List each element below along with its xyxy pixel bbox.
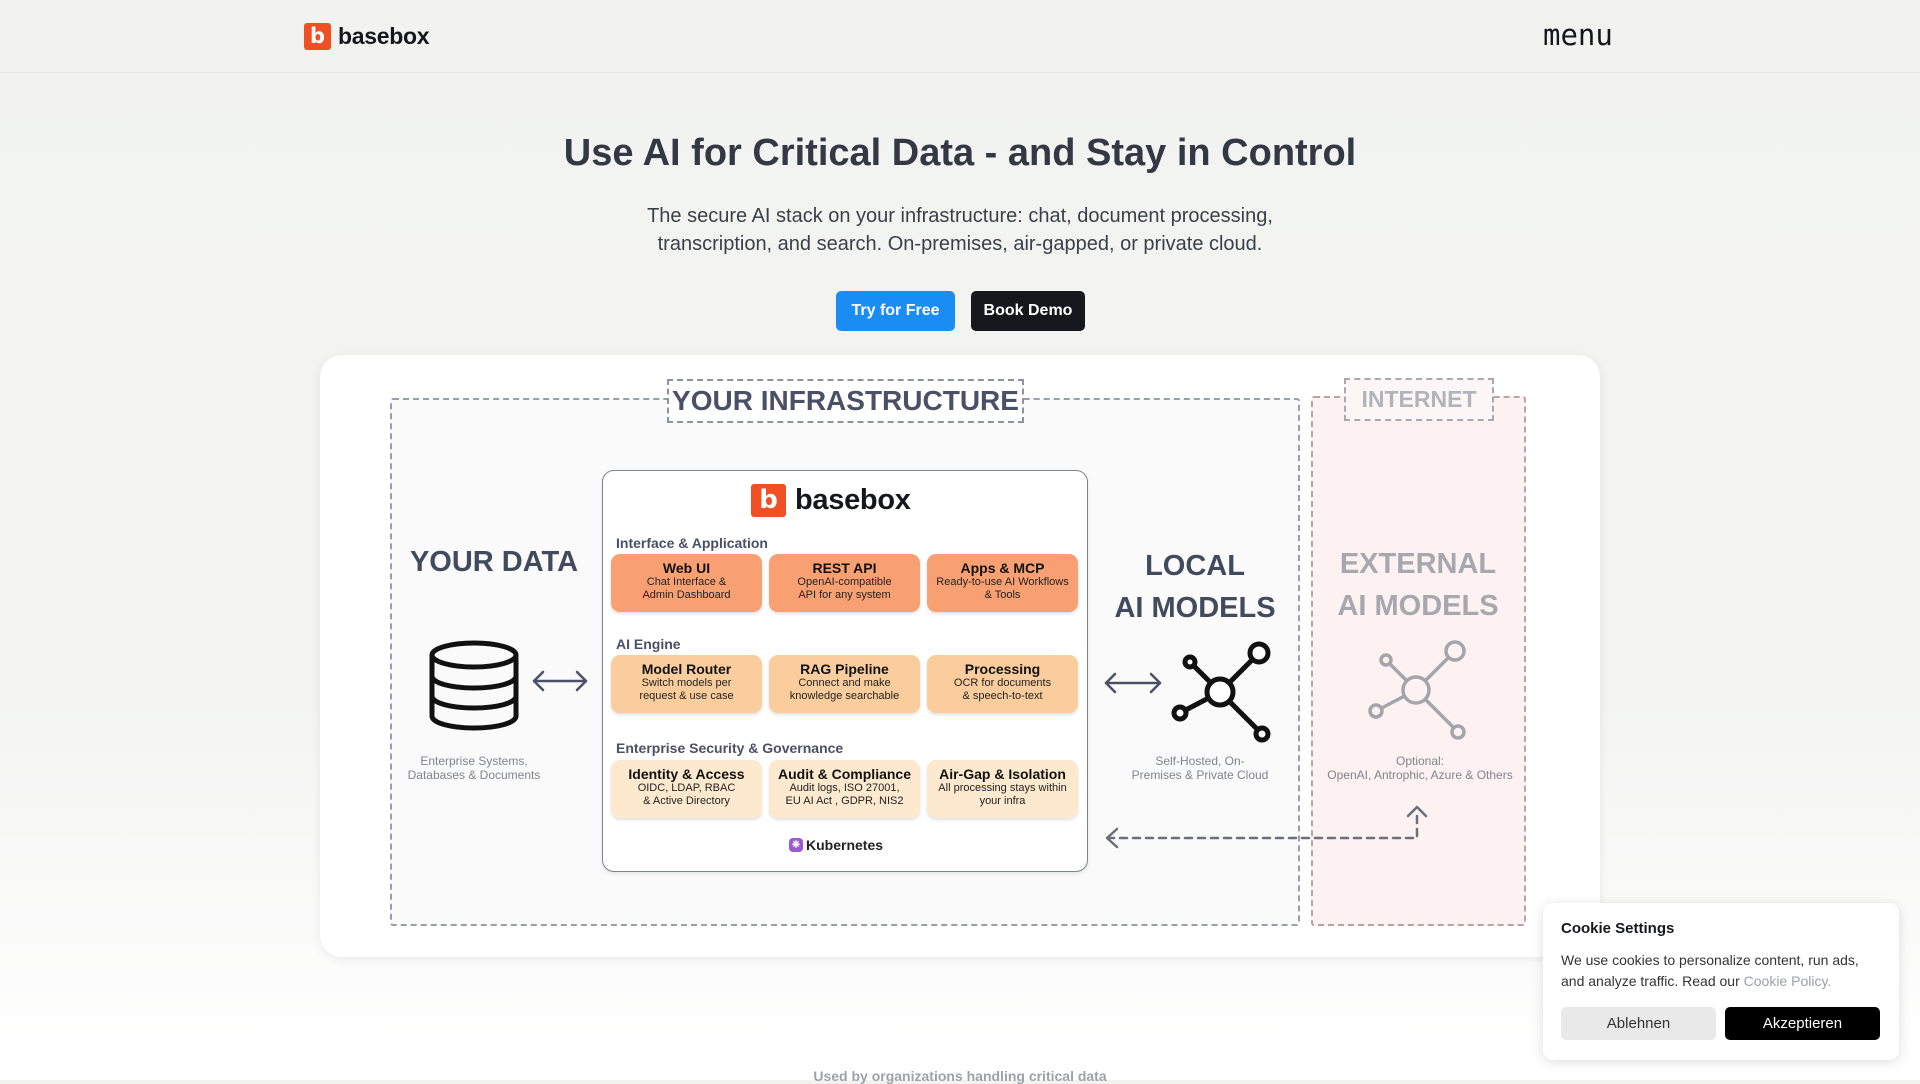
tile-air-gap-isolation: Air-Gap & Isolation All processing stays… (927, 760, 1078, 818)
caption-line: Databases & Documents (407, 768, 541, 782)
tile-desc: knowledge searchable (789, 690, 900, 702)
cookie-title: Cookie Settings (1561, 920, 1675, 937)
logo-mark-icon: b (304, 23, 331, 50)
try-for-free-button[interactable]: Try for Free (836, 291, 955, 331)
logo-text: basebox (795, 484, 911, 516)
network-hub-icon (1171, 641, 1271, 743)
tile-title: Identity & Access (628, 766, 745, 782)
tile-model-router: Model Router Switch models per request &… (611, 655, 762, 713)
tile-rest-api: REST API OpenAI-compatible API for any s… (769, 554, 920, 612)
external-ai-models-label: EXTERNAL AI MODELS (1318, 543, 1518, 627)
tile-identity-access: Identity & Access OIDC, LDAP, RBAC & Act… (611, 760, 762, 818)
tile-title: Apps & MCP (960, 560, 1045, 576)
tile-desc: your infra (979, 795, 1026, 807)
tile-rag-pipeline: RAG Pipeline Connect and make knowledge … (769, 655, 920, 713)
tile-title: Processing (964, 661, 1041, 677)
cookie-text-body: We use cookies to personalize content, r… (1561, 952, 1859, 989)
hero-subtitle: The secure AI stack on your infrastructu… (560, 202, 1360, 258)
basebox-logo[interactable]: b basebox (304, 23, 430, 50)
tile-title: Audit & Compliance (777, 766, 911, 782)
local-ai-models-label: LOCAL AI MODELS (1110, 545, 1280, 629)
caption-line: Enterprise Systems, (420, 754, 528, 768)
tile-desc: Ready-to-use AI Workflows (936, 576, 1069, 588)
top-nav: b basebox menu (0, 0, 1920, 73)
tile-desc: All processing stays within (938, 782, 1067, 794)
caption-line: Optional: (1395, 754, 1445, 768)
your-data-caption: Enterprise Systems, Databases & Document… (394, 754, 554, 782)
caption-line: Premises & Private Cloud (1131, 768, 1269, 782)
tile-desc: Audit logs, ISO 27001, (789, 782, 900, 794)
cookie-decline-button[interactable]: Ablehnen (1561, 1007, 1716, 1040)
section-title-security: Enterprise Security & Governance (616, 740, 844, 756)
database-icon (429, 640, 519, 731)
cookie-banner: Cookie Settings We use cookies to person… (1543, 903, 1899, 1060)
hero-subtitle-line: transcription, and search. On-premises, … (657, 233, 1263, 255)
hero-subtitle-line: The secure AI stack on your infrastructu… (647, 205, 1273, 227)
cookie-accept-button[interactable]: Akzeptieren (1725, 1007, 1880, 1040)
caption-line: Self-Hosted, On- (1155, 754, 1245, 768)
section-title-ai-engine: AI Engine (616, 636, 681, 652)
tile-desc: & speech-to-text (962, 690, 1043, 702)
tile-web-ui: Web UI Chat Interface & Admin Dashboard (611, 554, 762, 612)
cookie-policy-link[interactable]: Cookie Policy (1743, 973, 1828, 989)
your-data-label: YOUR DATA (409, 546, 579, 578)
tile-desc: & Active Directory (643, 795, 730, 807)
label-line: LOCAL (1145, 550, 1245, 582)
tile-desc: Admin Dashboard (642, 589, 731, 601)
logo-mark-icon: b (751, 484, 786, 517)
tile-desc: Switch models per (641, 677, 732, 689)
tile-desc: Connect and make (798, 677, 891, 689)
tile-title: Air-Gap & Isolation (939, 766, 1066, 782)
external-to-core-dashed-arrow-icon (1105, 805, 1428, 849)
internet-zone-label: INTERNET (1344, 378, 1494, 421)
tile-desc: & Tools (984, 589, 1021, 601)
label-line: AI MODELS (1337, 590, 1499, 622)
tile-audit-compliance: Audit & Compliance Audit logs, ISO 27001… (769, 760, 920, 818)
infrastructure-zone-label: YOUR INFRASTRUCTURE (667, 379, 1024, 423)
network-hub-icon (1368, 640, 1466, 740)
cookie-text: We use cookies to personalize content, r… (1561, 950, 1886, 992)
tile-title: Model Router (641, 661, 732, 677)
tile-title: Web UI (662, 560, 711, 576)
tile-desc: OpenAI-compatible (797, 576, 892, 588)
tile-desc: EU AI Act , GDPR, NIS2 (785, 795, 904, 807)
label-line: AI MODELS (1114, 592, 1276, 624)
tile-title: RAG Pipeline (800, 661, 889, 677)
tile-desc: request & use case (639, 690, 734, 702)
tile-desc: OIDC, LDAP, RBAC (637, 782, 736, 794)
core-to-local-arrow-icon (1104, 672, 1162, 694)
data-to-core-arrow-icon (532, 670, 588, 692)
used-by-teaser: Used by organizations handling critical … (813, 1068, 1107, 1084)
logo-text: basebox (338, 23, 430, 49)
external-ai-models-caption: Optional: OpenAI, Antrophic, Azure & Oth… (1315, 754, 1525, 782)
section-title-interface: Interface & Application (616, 535, 768, 551)
hero-title: Use AI for Critical Data - and Stay in C… (563, 132, 1357, 174)
kubernetes-icon: ⎈ (789, 838, 803, 852)
label-line: EXTERNAL (1339, 548, 1497, 580)
tile-desc: API for any system (798, 589, 891, 601)
book-demo-button[interactable]: Book Demo (971, 291, 1085, 331)
cookie-policy-suffix: . (1827, 973, 1832, 989)
kubernetes-label: Kubernetes (806, 837, 884, 853)
caption-line: OpenAI, Antrophic, Azure & Others (1327, 768, 1513, 782)
tile-processing: Processing OCR for documents & speech-to… (927, 655, 1078, 713)
tile-apps-mcp: Apps & MCP Ready-to-use AI Workflows & T… (927, 554, 1078, 612)
tile-desc: OCR for documents (953, 677, 1052, 689)
core-basebox-logo: b basebox (751, 484, 911, 517)
menu-button[interactable]: menu (1543, 18, 1613, 52)
local-ai-models-caption: Self-Hosted, On- Premises & Private Clou… (1120, 754, 1280, 782)
tile-desc: Chat Interface & (646, 576, 727, 588)
kubernetes-badge: ⎈ Kubernetes (789, 837, 883, 853)
tile-title: REST API (812, 560, 877, 576)
